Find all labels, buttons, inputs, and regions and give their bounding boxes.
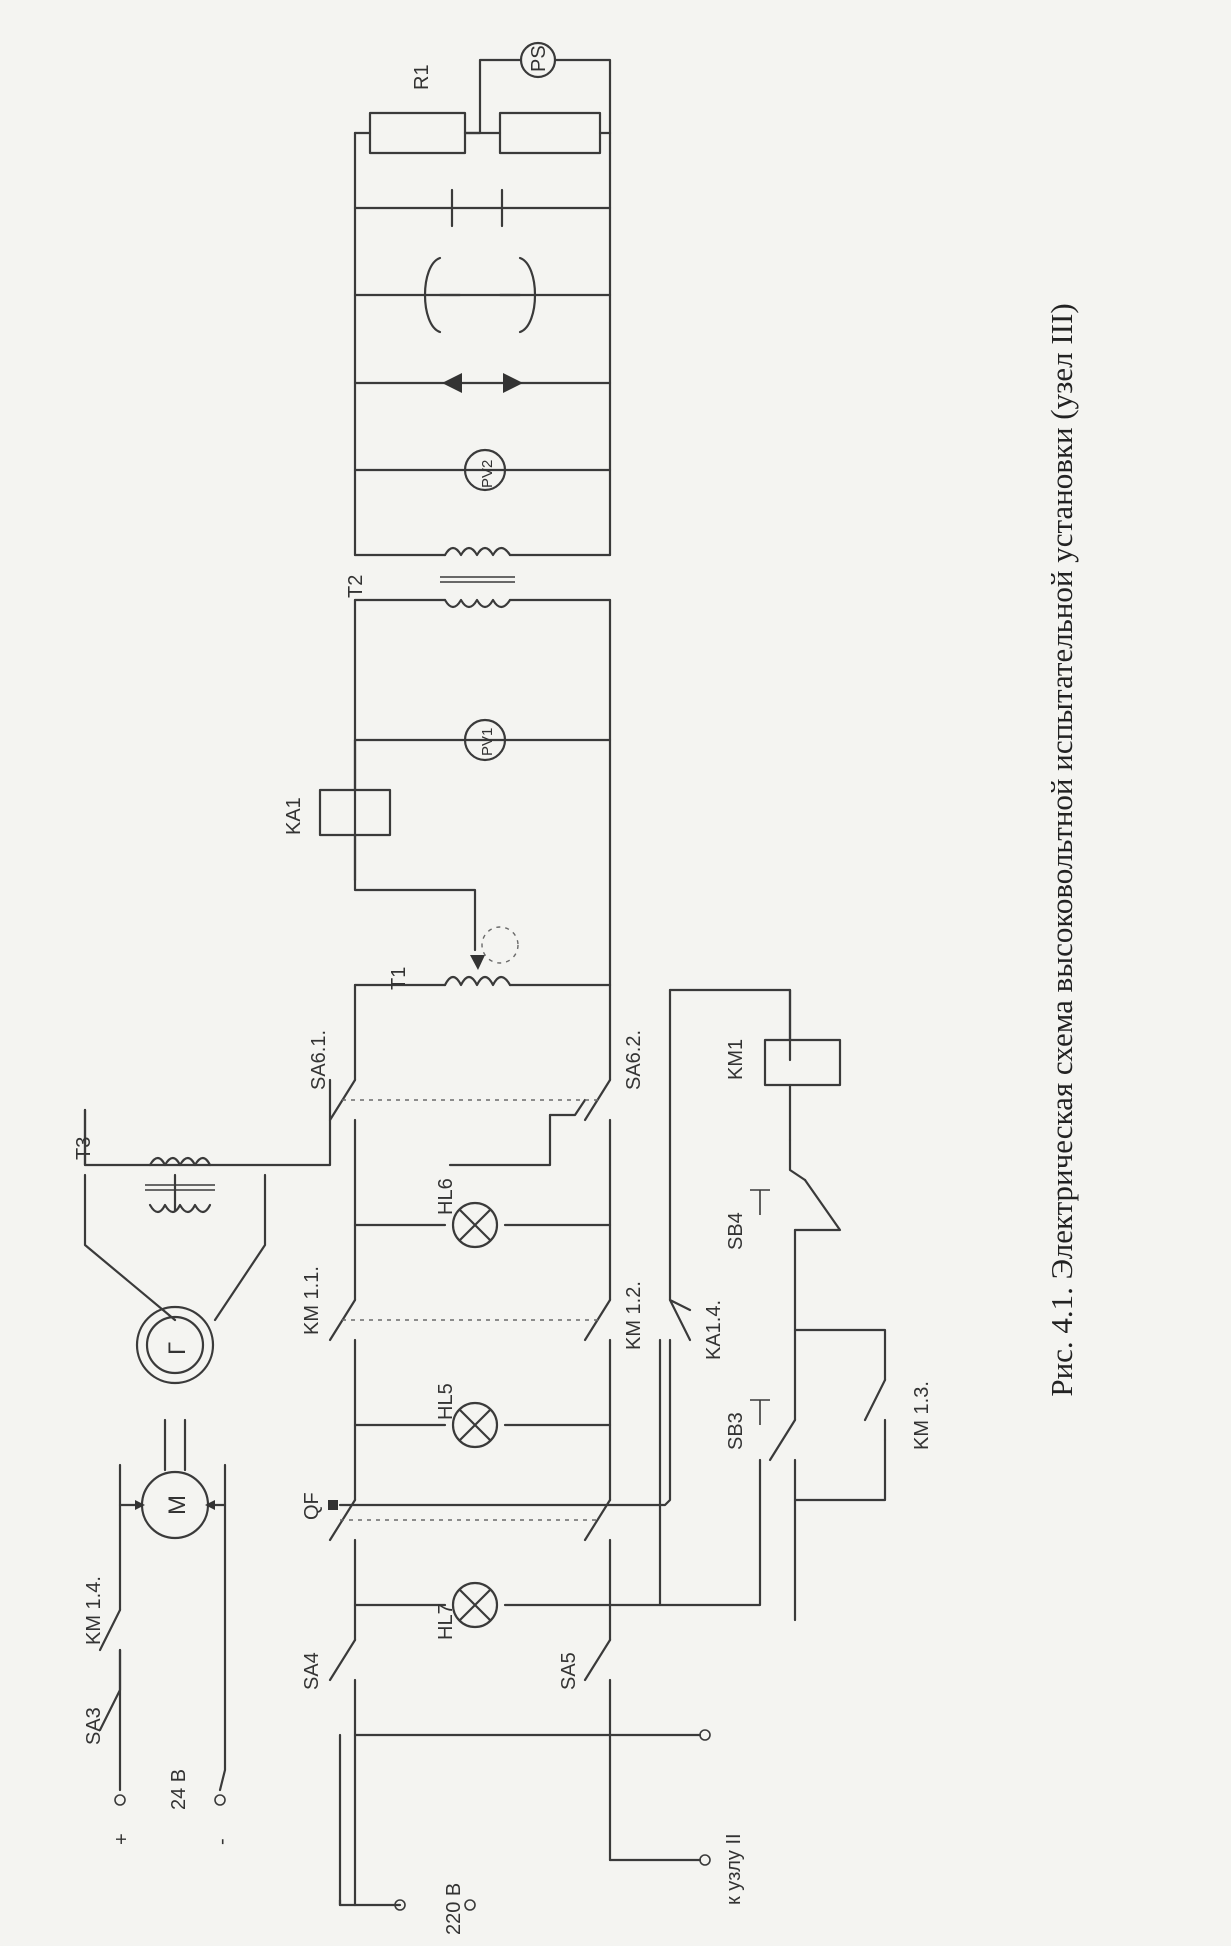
contactor-contact-km1-3: [863, 1378, 887, 1442]
switch-sa4-sa5: [328, 1638, 612, 1682]
transformer-t2: [440, 546, 515, 609]
terminals: [114, 1729, 711, 1911]
label-motor: M: [164, 1495, 191, 1515]
label-sb4: SB4: [725, 1212, 747, 1250]
contactor-contacts-km1-1-2: [328, 1298, 612, 1342]
label-ps: PS: [528, 45, 550, 72]
label-sa4: SA4: [301, 1652, 323, 1690]
voltmeter-pv2: [463, 448, 507, 492]
label-km14: KM 1.4.: [83, 1576, 105, 1645]
contactor-coil-km1: [763, 988, 842, 1142]
label-sa62: SA6.2.: [623, 1030, 645, 1090]
label-hl5: HL5: [435, 1383, 457, 1420]
label-km11: KM 1.1.: [301, 1266, 323, 1335]
voltmeter-pv1: [463, 718, 507, 762]
switch-sa6: [328, 1078, 612, 1122]
spark-gap-electrodes: [424, 188, 536, 393]
lamp-hl6: [451, 1201, 499, 1249]
label-minus: -: [211, 1838, 233, 1845]
label-pv2: PV2: [479, 460, 496, 488]
pushbutton-sb4: [750, 1178, 842, 1232]
relay-contact-ka1-4: [668, 1298, 692, 1342]
label-pv1: PV1: [479, 728, 496, 756]
resistor-r1: [368, 41, 612, 155]
label-km1: KM1: [725, 1039, 747, 1080]
label-ka14: KA1.4.: [703, 1300, 725, 1360]
label-hl7: HL7: [435, 1603, 457, 1640]
relay-coil-ka1: [318, 738, 392, 882]
label-to-node-2: к узлу II: [723, 1833, 745, 1905]
label-plus: +: [111, 1833, 133, 1845]
circuit-breaker-qf: [328, 1498, 612, 1542]
label-sb3: SB3: [725, 1412, 747, 1450]
lamp-hl7: [451, 1581, 499, 1629]
label-sa61: SA6.1.: [308, 1030, 330, 1090]
label-km12: KM 1.2.: [623, 1281, 645, 1350]
label-220v: 220 В: [443, 1883, 465, 1935]
figure-caption: Рис. 4.1. Электрическая схема высоковоль…: [1044, 303, 1079, 1397]
label-km13: KM 1.3.: [911, 1381, 933, 1450]
generator: [135, 1305, 215, 1385]
label-generator: Г: [164, 1342, 191, 1355]
motor: [118, 1470, 227, 1540]
label-ka1: KA1: [283, 797, 305, 835]
label-sa3: SA3: [83, 1707, 105, 1745]
label-24v: 24 В: [168, 1769, 190, 1810]
lamp-hl5: [451, 1401, 499, 1449]
label-sa5: SA5: [558, 1652, 580, 1690]
autotransformer-t1: [443, 926, 519, 987]
label-r1: R1: [411, 64, 433, 90]
pushbutton-sb3: [750, 1399, 797, 1462]
label-t3: T3: [73, 1137, 95, 1160]
label-qf: QF: [301, 1492, 323, 1520]
label-t1: T1: [388, 967, 410, 990]
transformer-t3: [145, 1156, 215, 1214]
label-hl6: HL6: [435, 1178, 457, 1215]
label-t2: T2: [345, 575, 367, 598]
main-wiring: [83, 131, 887, 1907]
switch-sa3-km1-4: [98, 1608, 122, 1732]
